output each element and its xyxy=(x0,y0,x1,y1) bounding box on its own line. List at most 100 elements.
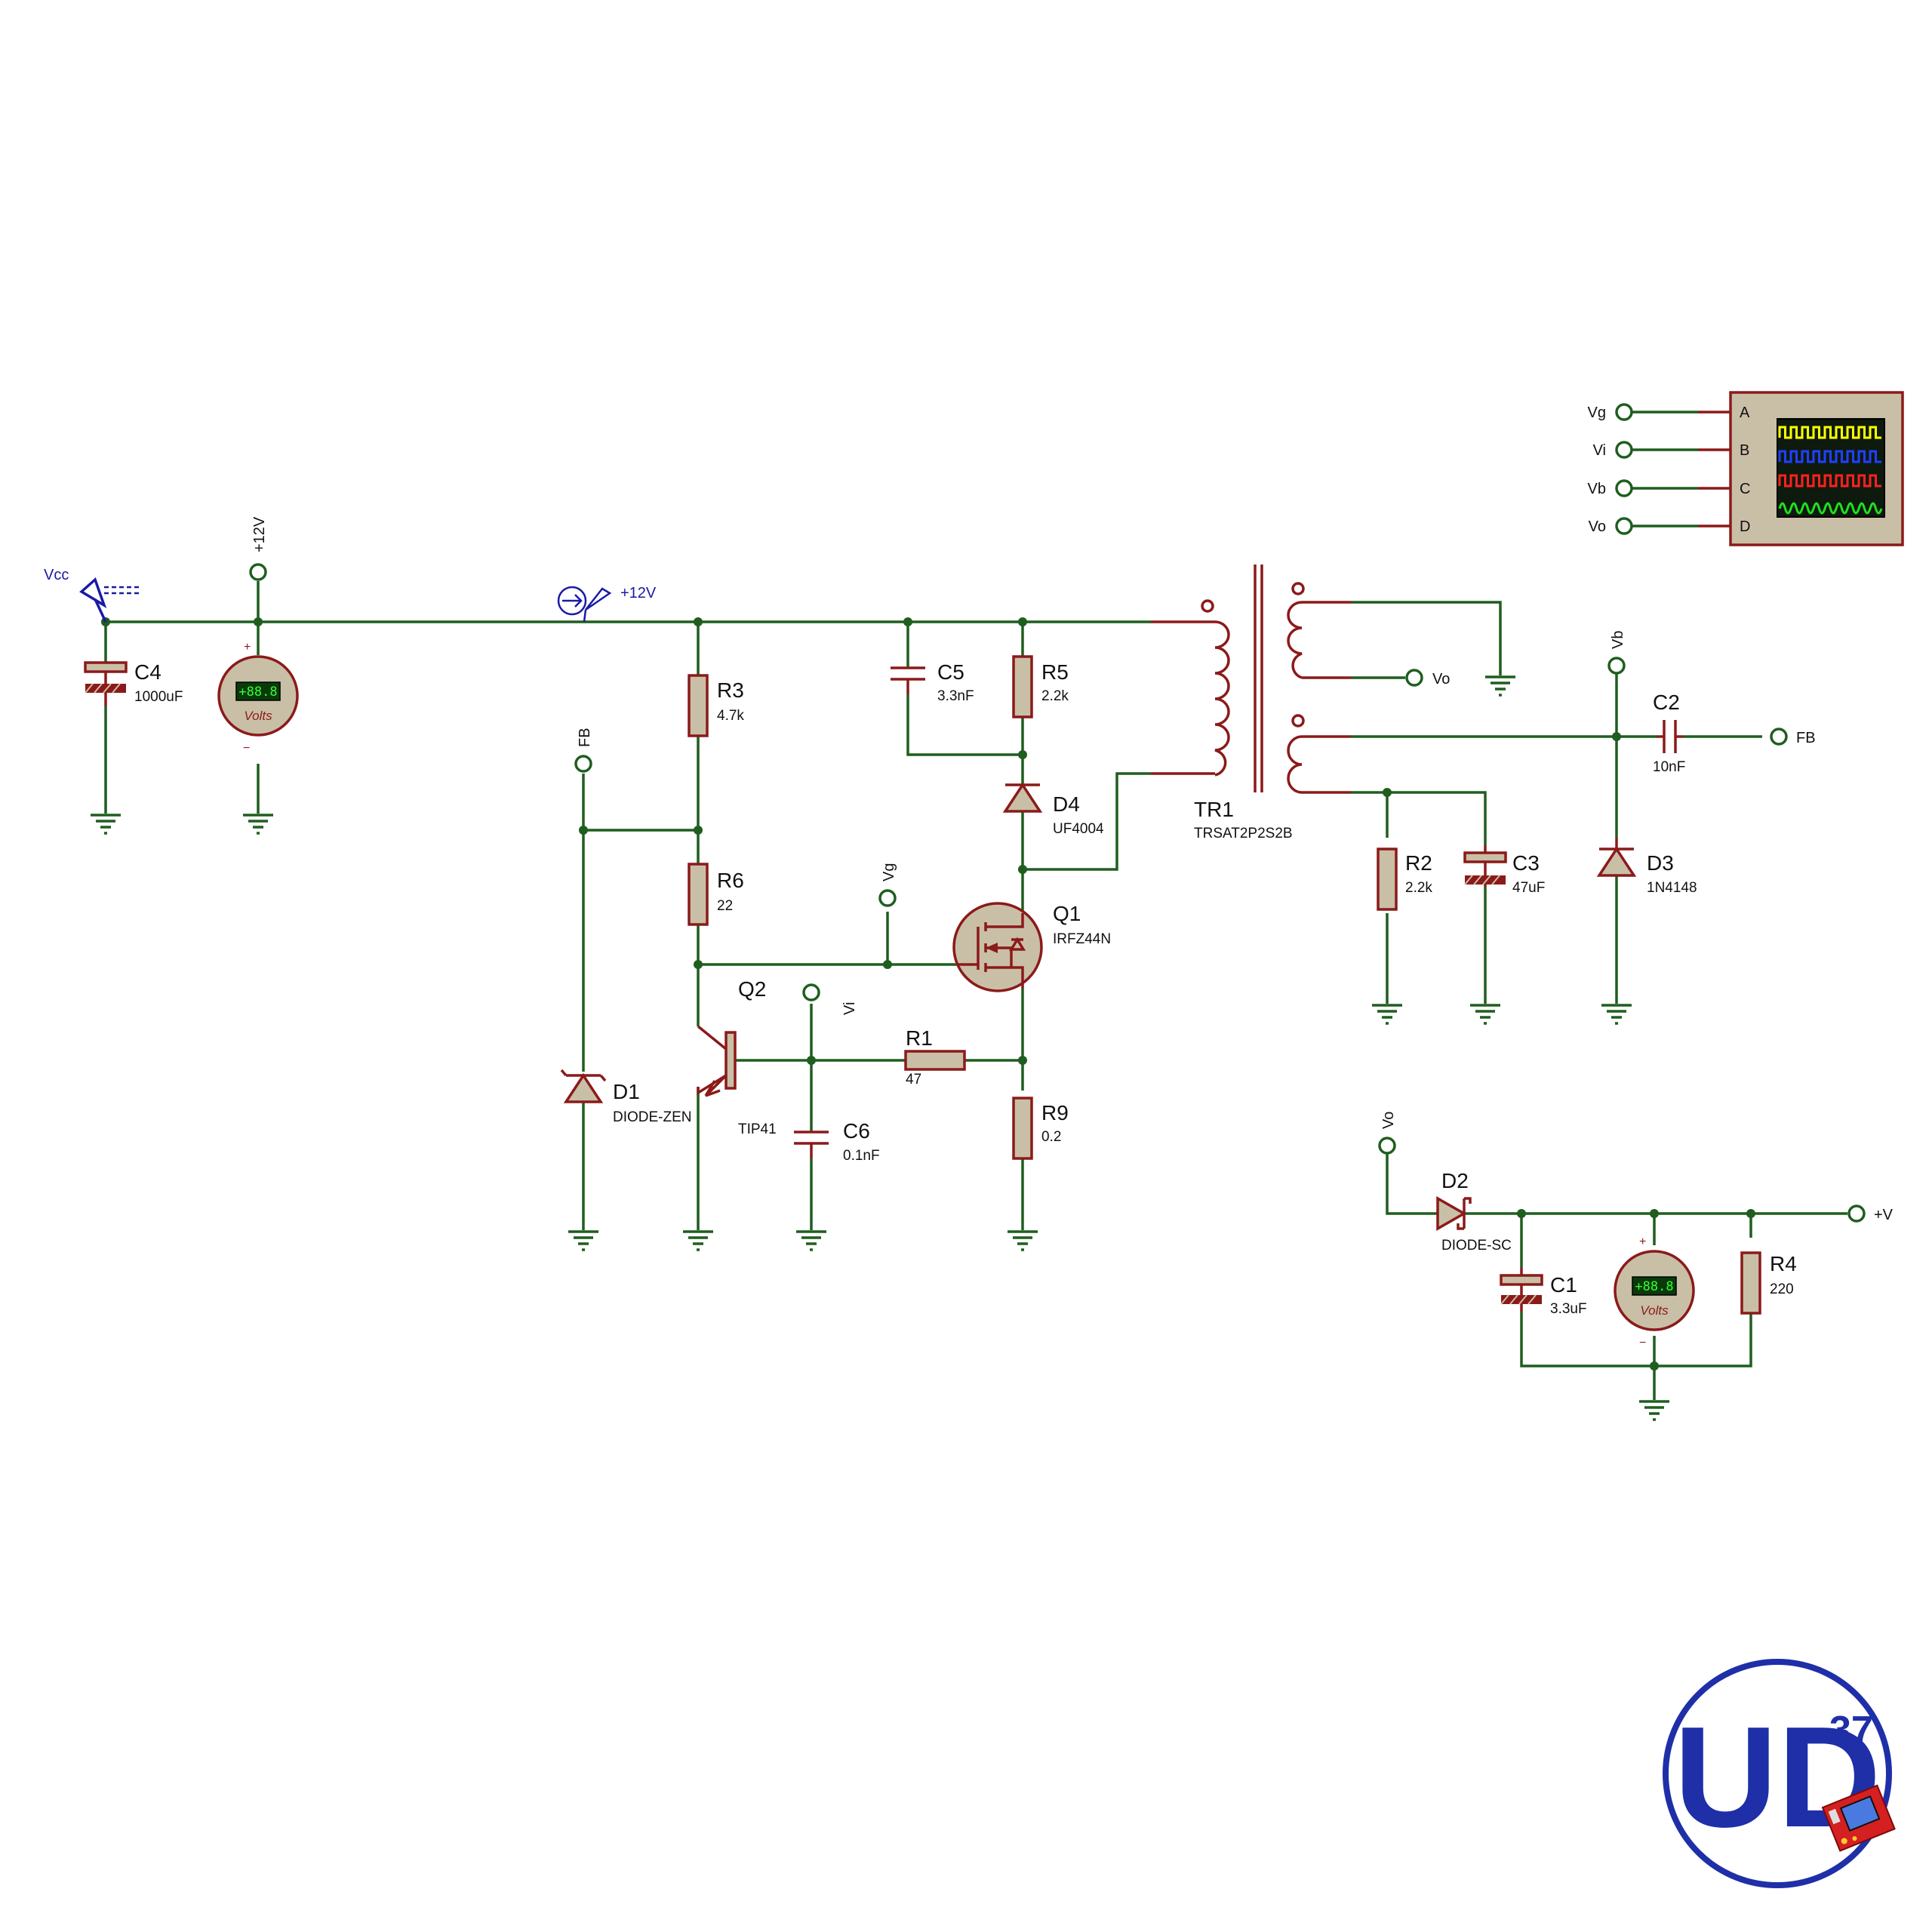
voltmeter-right-minus: − xyxy=(1639,1337,1646,1349)
fb-terminal-left[interactable]: FB xyxy=(574,728,593,773)
ground-symbols xyxy=(89,675,1671,1421)
capacitor-c6[interactable]: C6 0.1nF xyxy=(794,1119,880,1164)
resistor-r4[interactable]: R4 220 xyxy=(1740,1251,1797,1315)
voltmeter-left-plus: + xyxy=(244,641,251,654)
diode-d2[interactable]: D2 DIODE-SC xyxy=(1436,1169,1512,1254)
vo-terminal-output[interactable]: Vo xyxy=(1378,1112,1397,1155)
d3-ref: D3 xyxy=(1647,851,1674,875)
r1-value: 47 xyxy=(906,1072,921,1088)
junction-dots xyxy=(101,617,1755,1371)
scope-input-a-terminal[interactable] xyxy=(1615,403,1633,421)
d4-value: UF4004 xyxy=(1053,821,1104,837)
pcb-board-icon xyxy=(1821,1784,1896,1852)
voltmeter-right-display: +88.8 xyxy=(1635,1279,1673,1294)
q1-ref: Q1 xyxy=(1053,902,1081,925)
capacitor-c4[interactable]: C4 1000uF xyxy=(84,660,183,706)
c3-ref: C3 xyxy=(1512,851,1540,875)
c6-ref: C6 xyxy=(843,1119,870,1143)
transistor-q2[interactable]: Q2 TIP41 xyxy=(697,977,777,1137)
scope-input-d-terminal[interactable] xyxy=(1615,517,1633,535)
vo-out-label: Vo xyxy=(1380,1112,1397,1129)
d1-ref: D1 xyxy=(613,1080,640,1103)
vo-terminal-transformer[interactable]: Vo xyxy=(1405,669,1450,688)
vb-terminal[interactable]: Vb xyxy=(1607,631,1626,675)
diode-d4[interactable]: D4 UF4004 xyxy=(1002,782,1104,837)
c1-value: 3.3uF xyxy=(1550,1301,1587,1317)
wires xyxy=(104,411,1847,1400)
r2-value: 2.2k xyxy=(1405,880,1432,896)
r5-ref: R5 xyxy=(1041,660,1069,684)
scope-channel-d-letter: D xyxy=(1740,518,1750,535)
c2-ref: C2 xyxy=(1653,691,1680,714)
capacitor-c3[interactable]: C3 47uF xyxy=(1463,845,1545,896)
capacitor-c1[interactable]: C1 3.3uF xyxy=(1500,1268,1587,1317)
r3-value: 4.7k xyxy=(717,708,744,724)
vi-label: Vi xyxy=(841,1002,858,1015)
scope-channel-a-letter: A xyxy=(1740,405,1750,421)
scope-input-b-terminal[interactable] xyxy=(1615,441,1633,459)
q2-value: TIP41 xyxy=(738,1121,777,1137)
c6-value: 0.1nF xyxy=(843,1148,880,1164)
voltmeter-left[interactable]: +88.8 Volts + − xyxy=(217,641,299,755)
scope-channel-c-letter: C xyxy=(1740,481,1750,497)
plus12-terminal[interactable]: +12V xyxy=(249,516,268,581)
scope-input-b-label: Vi xyxy=(1593,442,1606,459)
vg-label: Vg xyxy=(881,863,897,881)
scope-input-d-label: Vo xyxy=(1589,518,1606,535)
q1-value: IRFZ44N xyxy=(1053,931,1111,947)
vcc-label: Vcc xyxy=(44,567,69,583)
voltmeter-left-minus: − xyxy=(243,742,250,755)
plus-v-label: +V xyxy=(1874,1207,1894,1223)
r4-value: 220 xyxy=(1770,1281,1794,1297)
fb-terminal-right[interactable]: FB xyxy=(1770,728,1816,746)
vcc-probe[interactable]: Vcc xyxy=(44,567,140,623)
c1-ref: C1 xyxy=(1550,1273,1577,1297)
scope-input-c-label: Vb xyxy=(1588,481,1606,497)
plus-v-terminal[interactable]: +V xyxy=(1847,1204,1894,1223)
c2-value: 10nF xyxy=(1653,759,1685,775)
resistor-r2[interactable]: R2 2.2k xyxy=(1377,848,1432,911)
r3-ref: R3 xyxy=(717,678,744,702)
plus12-voltage-probe[interactable]: +12V xyxy=(557,585,657,623)
d4-ref: D4 xyxy=(1053,792,1080,816)
r2-ref: R2 xyxy=(1405,851,1432,875)
r4-ref: R4 xyxy=(1770,1252,1797,1275)
capacitor-c5[interactable]: C5 3.3nF xyxy=(891,660,974,704)
scope-trace-b xyxy=(1778,450,1881,463)
d2-ref: D2 xyxy=(1441,1169,1469,1192)
resistor-r6[interactable]: R6 22 xyxy=(688,863,744,926)
transformer-tr1[interactable]: TR1 TRSAT2P2S2B xyxy=(1151,565,1351,841)
voltmeter-right-plus: + xyxy=(1639,1235,1646,1248)
vo-tr-label: Vo xyxy=(1432,671,1450,688)
c4-ref: C4 xyxy=(134,660,162,684)
fb-right-label: FB xyxy=(1796,730,1816,746)
c4-value: 1000uF xyxy=(134,689,183,705)
resistor-r1[interactable]: R1 47 xyxy=(904,1026,966,1088)
plus12-probe-label: +12V xyxy=(620,585,657,601)
diode-d1[interactable]: D1 DIODE-ZEN xyxy=(560,1069,692,1125)
q2-ref: Q2 xyxy=(738,977,766,1001)
resistor-r9[interactable]: R9 0.2 xyxy=(1012,1097,1069,1160)
r9-ref: R9 xyxy=(1041,1101,1069,1124)
r6-ref: R6 xyxy=(717,869,744,892)
scope-input-a-label: Vg xyxy=(1588,405,1606,421)
resistor-r5[interactable]: R5 2.2k xyxy=(1012,655,1069,718)
vg-terminal[interactable]: Vg xyxy=(878,863,897,907)
c5-ref: C5 xyxy=(937,660,964,684)
capacitor-c2[interactable]: C2 10nF xyxy=(1653,691,1685,775)
tr1-value: TRSAT2P2S2B xyxy=(1194,826,1293,841)
voltmeter-right[interactable]: +88.8 Volts + − xyxy=(1614,1235,1695,1349)
voltmeter-right-unit: Volts xyxy=(1640,1303,1669,1318)
vi-terminal[interactable]: Vi xyxy=(802,983,858,1015)
r9-value: 0.2 xyxy=(1041,1129,1061,1145)
diode-d3[interactable]: D3 1N4148 xyxy=(1596,838,1697,896)
mosfet-q1[interactable]: Q1 IRFZ44N xyxy=(952,902,1111,992)
scope-input-c-terminal[interactable] xyxy=(1615,479,1633,497)
resistor-r3[interactable]: R3 4.7k xyxy=(688,674,744,737)
scope-traces xyxy=(1778,426,1883,515)
voltmeter-left-display: +88.8 xyxy=(238,685,277,700)
logo: UD 37 xyxy=(1663,1659,1896,1888)
